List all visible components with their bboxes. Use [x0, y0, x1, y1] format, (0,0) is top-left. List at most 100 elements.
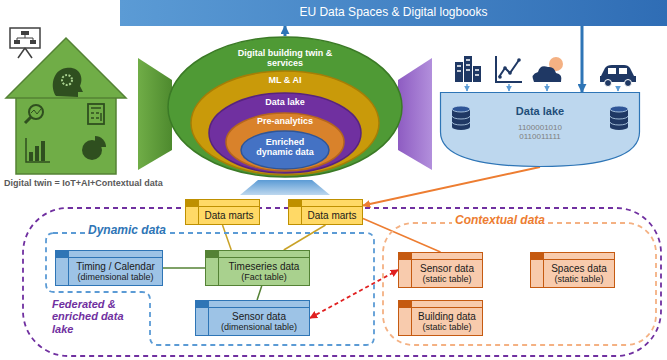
link-line [223, 225, 232, 250]
chart-icon [499, 60, 519, 77]
table-corner [399, 253, 412, 260]
table-corner [531, 253, 544, 260]
table-text: Sensor data(dimensional table) [210, 311, 308, 332]
digital-twin-house: Digital twin = IoT+AI+Contextual data [4, 26, 194, 196]
blue-funnel [240, 180, 330, 195]
table-corner [206, 251, 219, 258]
source-arrow [546, 84, 548, 91]
lake-basin [441, 93, 640, 167]
table-grid [531, 253, 615, 288]
source-arrow [466, 84, 468, 91]
table-grid [196, 301, 310, 336]
car-wheel [605, 80, 612, 87]
contextual-region: Sensor data(static table) Spaces data(sta… [382, 222, 657, 346]
car-icon [600, 65, 636, 82]
static-table: Sensor data(static table) [398, 252, 483, 288]
table-kind: (Fact table) [220, 272, 308, 282]
table-text: Data marts [303, 210, 361, 221]
table-name: Building data [413, 311, 481, 322]
table-name: Sensor data [210, 311, 308, 322]
preanalytics-ellipse: Enriched dynamic data Pre-analytics [225, 112, 345, 172]
database-icon [610, 106, 628, 112]
board-chart [30, 40, 36, 44]
table-kind: (dimensional table) [70, 272, 161, 282]
node-label: Pre-analytics [245, 116, 325, 126]
ellipse-ring [168, 37, 402, 177]
table-grid [56, 251, 163, 286]
node-label: Dynamic data [85, 224, 169, 237]
link-line [257, 286, 262, 300]
link-line [363, 219, 441, 253]
magnifier-icon [29, 105, 43, 119]
node-label: EU Data Spaces & Digital logbooks [120, 6, 667, 19]
building-icon [455, 62, 463, 82]
fact-table: Timeseries data(Fact table) [205, 250, 310, 286]
house-body [16, 94, 116, 174]
presentation-board [10, 28, 40, 48]
table-corner [289, 200, 302, 207]
table-body [399, 301, 483, 336]
calculator-icon [88, 104, 104, 124]
flow-arrow [284, 26, 287, 36]
table-body [56, 251, 163, 286]
table-kind: (static table) [545, 274, 613, 284]
board-leg [25, 48, 32, 58]
table-name: Timing / Calendar [70, 261, 161, 272]
car-window [619, 68, 627, 74]
region-outline [46, 233, 374, 345]
node-detail: 1100001010 0110011111 [502, 124, 578, 142]
building-icon [473, 66, 481, 82]
table-corner [186, 200, 199, 207]
table-grid [289, 200, 363, 225]
board-chart [17, 35, 33, 40]
node-label: Federated & enriched data lake [52, 298, 144, 335]
ml-ellipse: Enriched dynamic dataPre-analyticsData l… [190, 70, 380, 176]
pie-chart-icon [95, 136, 106, 147]
table-body [399, 253, 483, 288]
table-body [206, 251, 310, 286]
data-mart-table: Data marts [288, 199, 363, 225]
table-text: Data marts [200, 210, 258, 221]
database-icon [452, 106, 470, 112]
board-leg [18, 48, 25, 58]
bar-chart-icon [26, 138, 50, 162]
ellipse-ring [226, 113, 344, 171]
table-text: Timeseries data(Fact table) [220, 261, 308, 282]
flow-arrow [581, 26, 584, 92]
table-corner [399, 301, 412, 308]
relation-arrow [310, 270, 398, 318]
chart-icon [503, 66, 507, 70]
twin-ellipse: Enriched dynamic dataPre-analyticsData l… [167, 36, 403, 178]
feed-arrow [363, 167, 540, 206]
source-arrow [508, 84, 510, 91]
table-name: Spaces data [545, 263, 613, 274]
table-text: Building data(static table) [413, 311, 481, 332]
ellipse-ring [209, 93, 361, 173]
lake-ellipse: Enriched dynamic dataPre-analyticsData l… [208, 92, 362, 174]
board-chart [21, 31, 29, 35]
table-corner [56, 251, 69, 258]
table-name: Data marts [200, 210, 258, 221]
bar-chart-icon [29, 152, 33, 161]
ellipse-ring [191, 71, 379, 175]
source-arrow [617, 88, 619, 91]
chart-icon [508, 71, 512, 75]
purple-funnel [398, 58, 432, 170]
dynamic-region: Timing / Calendar(dimensional table) Time… [45, 232, 375, 346]
calculator-icon [91, 108, 101, 121]
table-name: Sensor data [413, 263, 481, 274]
federated-region: Timing / Calendar(dimensional table) Time… [22, 207, 662, 357]
table-corner [196, 301, 209, 308]
node-label: ML & AI [245, 75, 325, 85]
cloud-icon [533, 66, 562, 82]
node-label: Digital building twin & services [220, 48, 350, 68]
magnifier-icon [31, 109, 41, 114]
link-line [163, 267, 205, 269]
static-table: Building data(static table) [398, 300, 483, 336]
bar-chart-icon [35, 146, 39, 161]
table-grid [186, 200, 260, 225]
table-grid [206, 251, 310, 286]
node-label: Enriched dynamic data [250, 137, 320, 157]
data-lake-store: Data lake1100001010 0110011111 [440, 92, 640, 167]
chart-icon [496, 56, 522, 82]
